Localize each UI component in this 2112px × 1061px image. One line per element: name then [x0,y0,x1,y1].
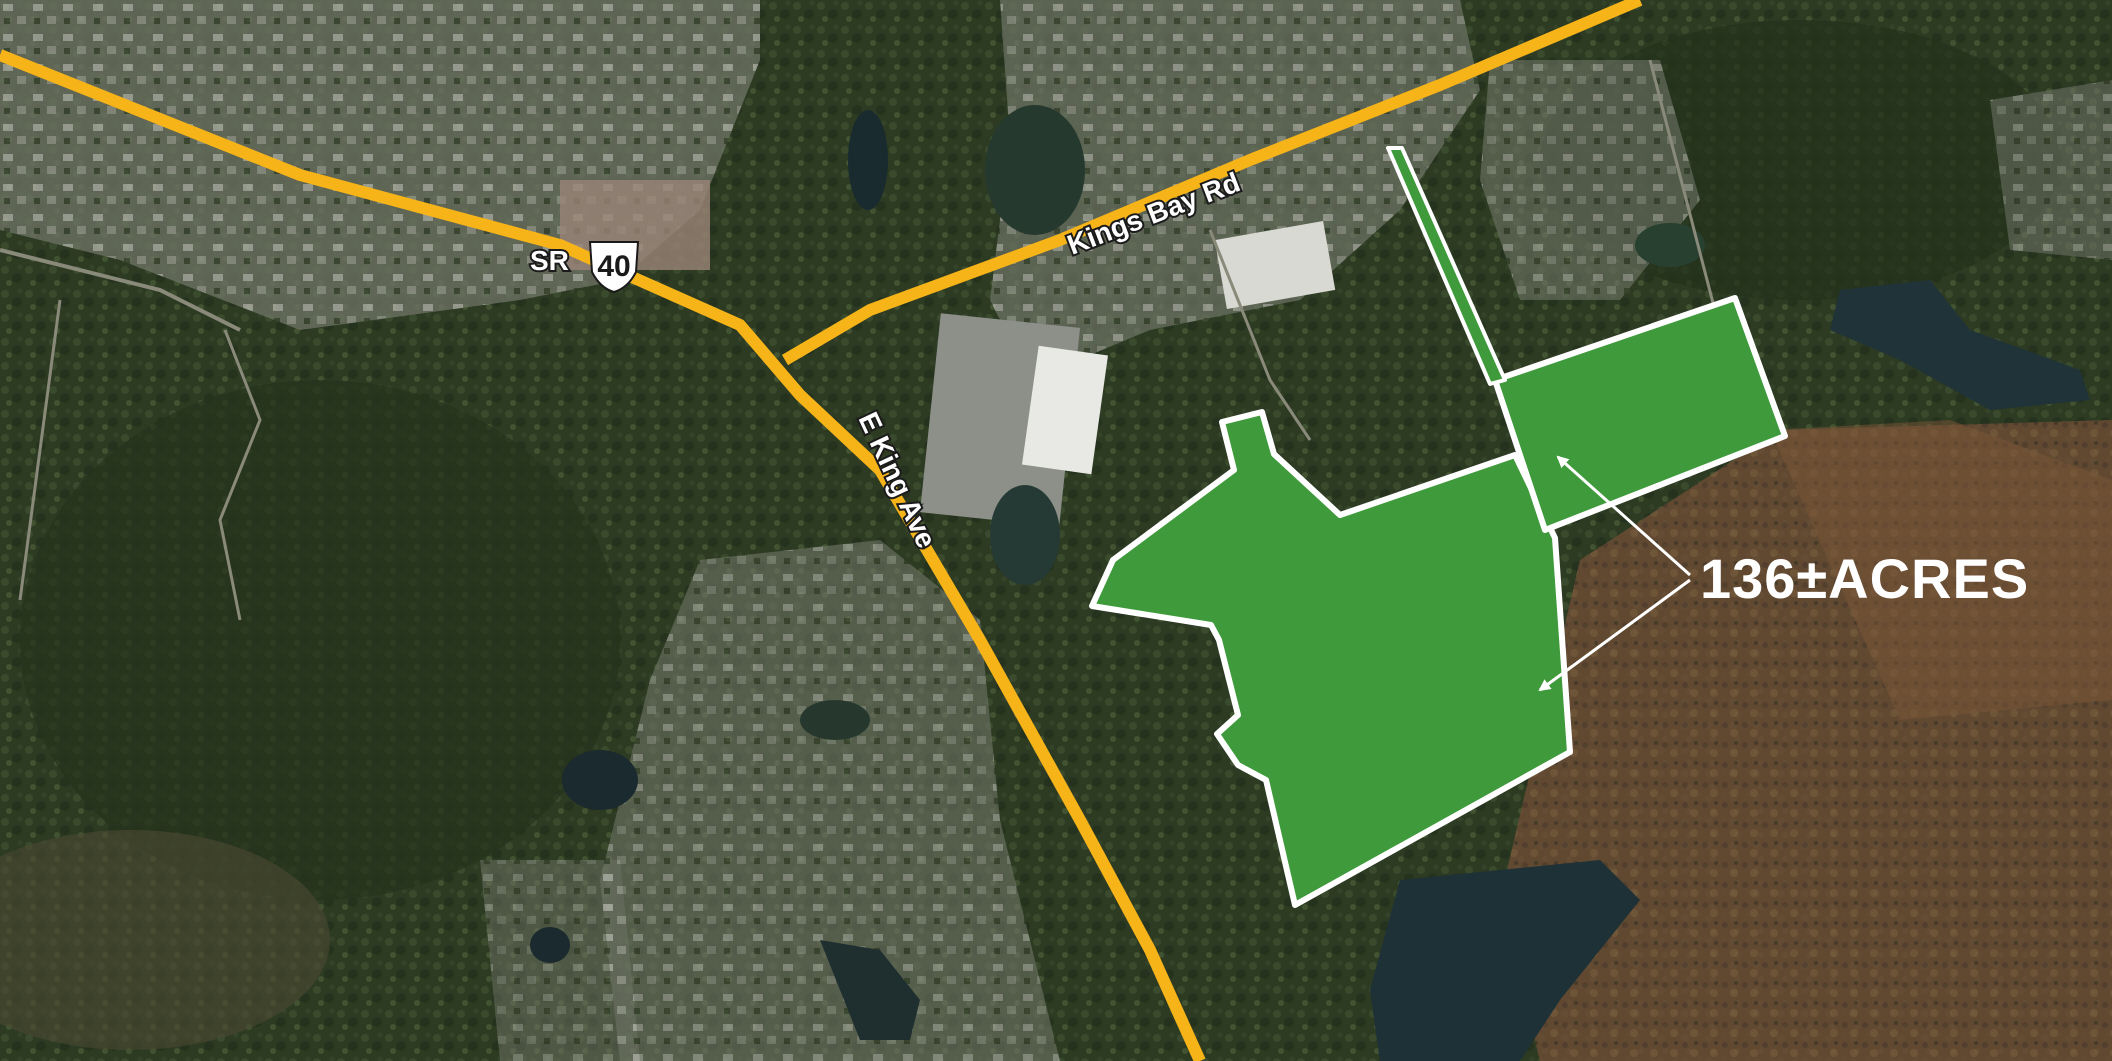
building [1214,220,1336,310]
cleared-land [1770,420,2112,720]
pond [800,700,870,740]
commercial-area [990,0,1480,380]
road-kings-bay-rd [781,0,1643,366]
store-building [1021,345,1109,475]
local-road [1208,229,1312,441]
pond [1830,280,2090,410]
parcel-acres-label: 136±ACRES [1700,547,2029,610]
parcel-east-tract[interactable] [1492,295,1788,533]
local-road [0,248,241,332]
pond [562,750,638,810]
parcel-access-strip[interactable] [1386,146,1507,386]
pond [848,110,888,210]
sr40-label: SR [530,245,569,276]
callout-arrow-main [1538,578,1691,692]
parcel-main-tract[interactable] [1089,409,1573,908]
shield-number: 40 [597,250,630,283]
local-road [1648,59,1722,331]
local-road [218,329,262,621]
road-sr40-e-king-ave [0,49,1206,1061]
residential-area [600,540,1060,1061]
pond [985,105,1085,235]
pond [1635,223,1705,267]
local-road [18,299,62,601]
pond [1370,860,1640,1061]
us-40-shield-icon: 40 [588,241,640,294]
dense-forest [20,380,620,900]
callout-arrow-east [1556,455,1691,577]
parcel-136-acres[interactable] [1089,146,1788,908]
pond [990,485,1060,585]
pond [530,927,570,963]
pond [820,940,920,1040]
residential-area [1990,80,2112,260]
marsh-area [0,830,330,1050]
